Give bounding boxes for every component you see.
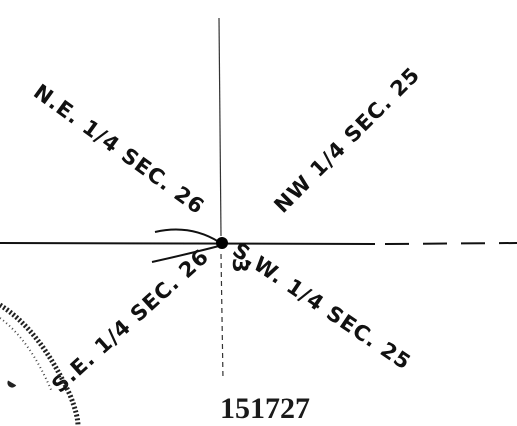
label-sw-quarter: S.W. 1/4 SEC. 25 [228,238,415,375]
label-se-quarter: S.E. 1/4 SEC. 26 [47,244,213,397]
vertical-section-line-north [218,17,222,237]
corner-mark: 3 [228,258,252,274]
svg-text:◖: ◖ [0,372,24,396]
horizontal-section-line-dashed [384,242,517,245]
corner-tick-lower [151,245,220,263]
map-number: 151727 [220,392,310,425]
corner-tick-upper [154,228,220,243]
label-nw-quarter: NW 1/4 SEC. 25 [269,62,424,217]
section-corner-point [216,237,228,249]
vertical-section-line-south [220,253,224,381]
label-ne-quarter: N.E. 1/4 SEC. 26 [29,79,209,219]
horizontal-section-line [0,242,376,245]
